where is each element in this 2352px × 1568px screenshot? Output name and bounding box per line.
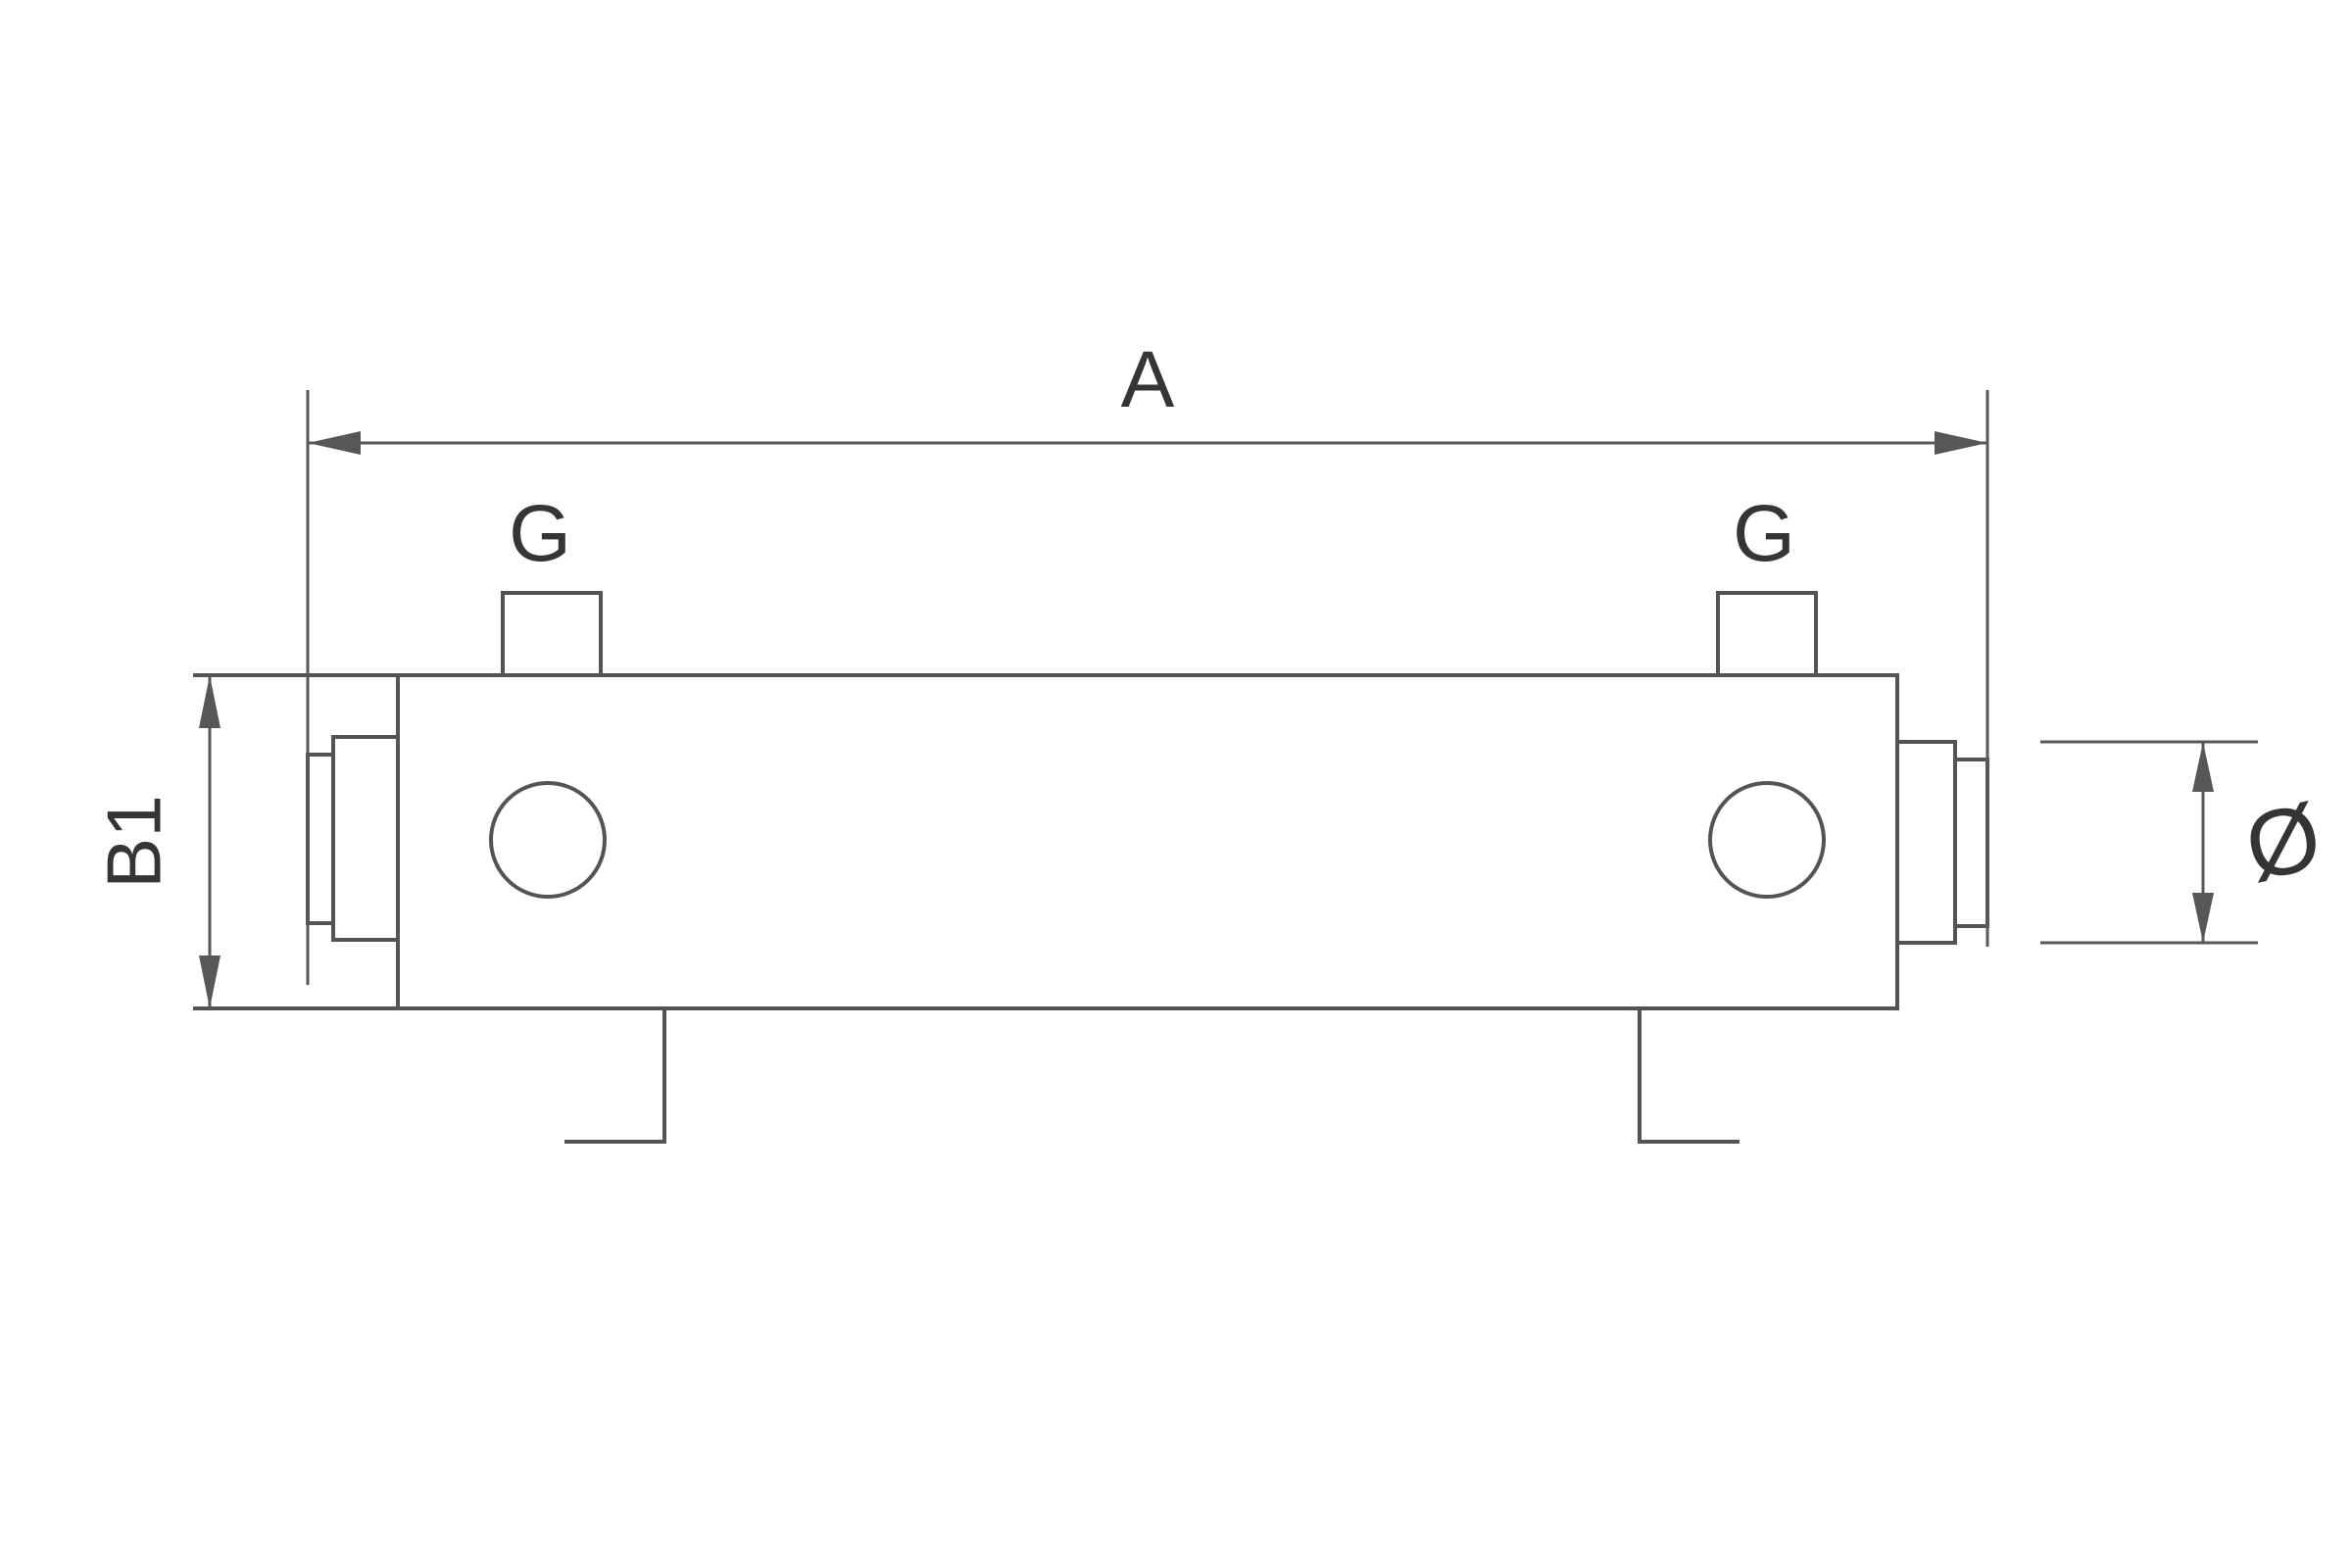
dimension-a-arrow-left xyxy=(308,431,361,455)
dimension-diameter-arrow-bottom xyxy=(2192,893,2214,943)
dimension-b1-arrow-top xyxy=(199,675,220,728)
port-g-left-stub xyxy=(501,591,603,677)
dimension-a: A xyxy=(306,335,1989,985)
left-end-cap xyxy=(306,735,400,942)
port-g-right-stub xyxy=(1716,591,1818,677)
right-outlet-nozzle xyxy=(1895,740,1989,945)
dimension-a-label: A xyxy=(1121,335,1175,424)
left-cap-stub xyxy=(306,753,335,925)
mounting-leg-left xyxy=(564,1006,666,1144)
dimension-b1: B1 xyxy=(91,675,220,1008)
dimension-b1-arrow-bottom xyxy=(199,956,220,1008)
port-g-right-label: G xyxy=(1733,489,1795,578)
bore-hole-right xyxy=(1708,781,1826,899)
hatched-shell-section xyxy=(396,673,1899,1010)
right-nozzle-step xyxy=(1953,758,1989,928)
dimension-a-arrow-right xyxy=(1935,431,1987,455)
port-g-left: G xyxy=(501,489,603,677)
port-g-left-label: G xyxy=(509,489,571,578)
bore-hole-left xyxy=(489,781,607,899)
dimension-diameter: Ø xyxy=(2040,740,2330,945)
dimension-b1-label: B1 xyxy=(91,795,177,888)
shell-body xyxy=(193,673,1899,1010)
dimension-diameter-label: Ø xyxy=(2236,783,2329,901)
right-nozzle-body xyxy=(1895,740,1957,945)
left-cap-flange xyxy=(331,735,400,942)
mounting-leg-right xyxy=(1638,1006,1740,1144)
port-g-right: G xyxy=(1716,489,1818,677)
dimension-diameter-arrow-top xyxy=(2192,742,2214,792)
